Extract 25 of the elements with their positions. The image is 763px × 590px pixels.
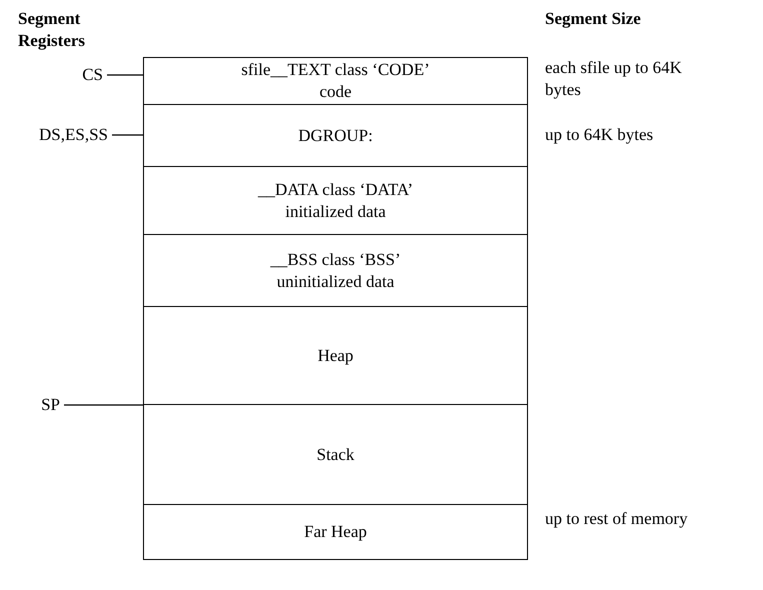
memory-segment-box bbox=[143, 404, 528, 506]
memory-segment-box bbox=[143, 57, 528, 106]
segment-text: DGROUP: bbox=[298, 124, 373, 147]
column-heading: Segment Registers bbox=[18, 8, 86, 52]
memory-segment-box bbox=[143, 234, 528, 308]
segment-size-text: each sfile up to 64K bytes bbox=[545, 57, 683, 101]
segment-text: __BSS class ‘BSS’ bbox=[270, 248, 401, 271]
segment-text: code bbox=[319, 81, 352, 104]
memory-segment-box bbox=[143, 104, 528, 168]
segment-text: initialized data bbox=[285, 200, 386, 223]
memory-segment-box bbox=[143, 504, 528, 560]
segment-text: Stack bbox=[316, 444, 354, 466]
memory-segment-box bbox=[143, 166, 528, 236]
segment-size-text: up to 64K bytes bbox=[545, 124, 654, 146]
segment-text: uninitialized data bbox=[276, 270, 394, 293]
register-label: DS,ES,SS bbox=[39, 124, 108, 146]
segment-text: Heap bbox=[318, 344, 354, 367]
column-heading: Segment Size bbox=[545, 8, 642, 30]
memory-segment-box bbox=[143, 306, 528, 406]
segment-size-text: up to rest of memory bbox=[545, 508, 689, 530]
register-label: CS bbox=[82, 64, 103, 86]
segment-text: Far Heap bbox=[304, 520, 367, 543]
segment-text: __DATA class ‘DATA’ bbox=[258, 178, 413, 201]
segment-text: sfile__TEXT class ‘CODE’ bbox=[241, 59, 430, 82]
register-label: SP bbox=[41, 394, 60, 416]
